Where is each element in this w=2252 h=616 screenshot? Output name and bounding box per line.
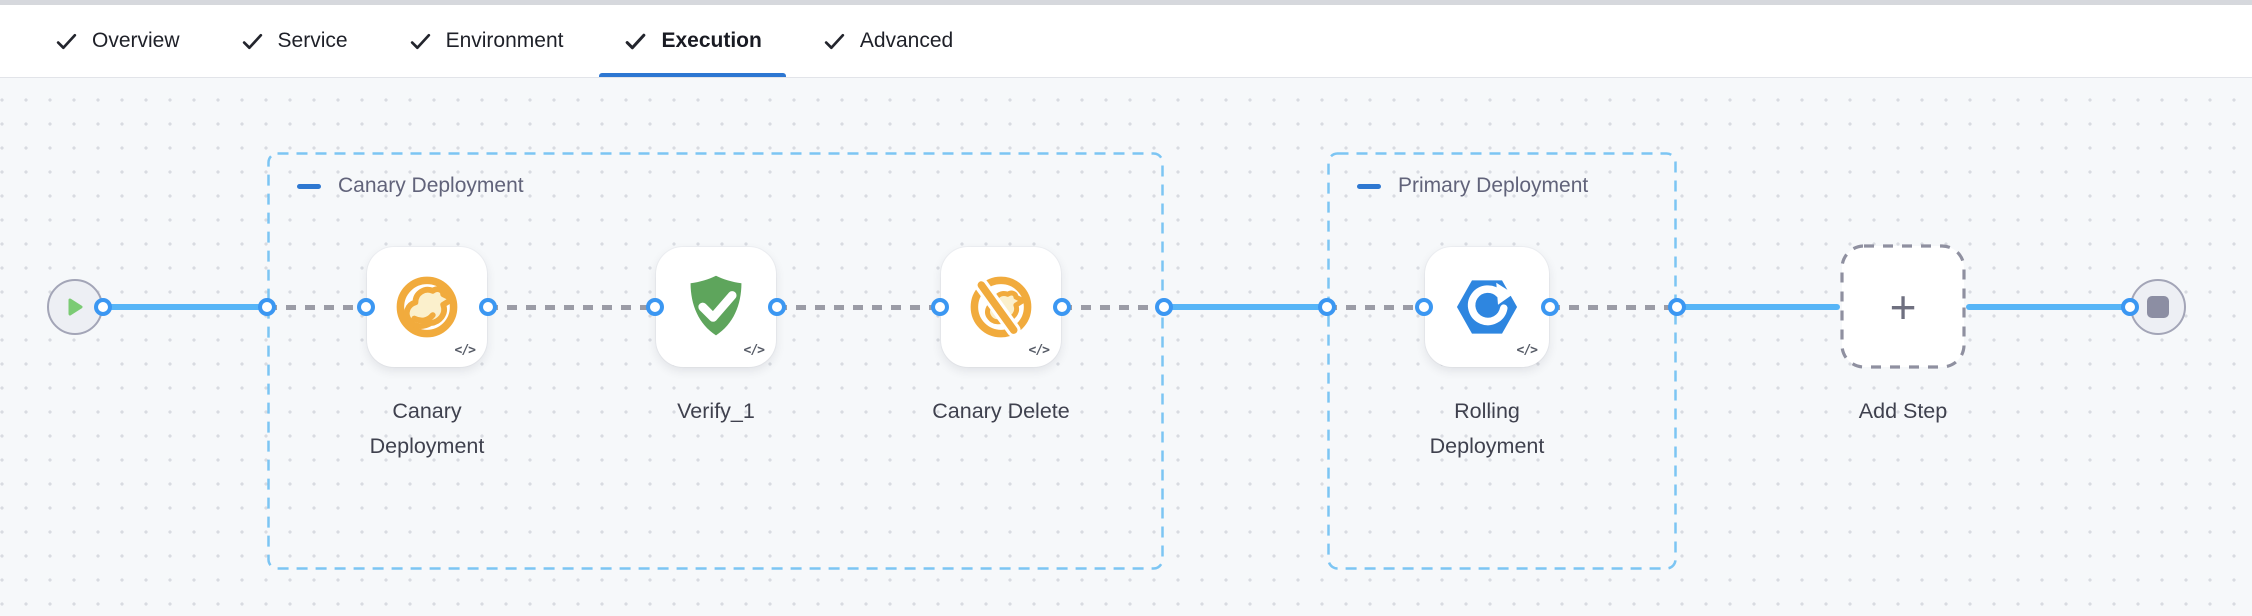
link-port[interactable] xyxy=(1053,298,1071,316)
rolling-deployment-icon xyxy=(1456,280,1518,334)
group-title: Primary Deployment xyxy=(1398,174,1589,197)
pipeline-end-node[interactable] xyxy=(2130,279,2186,335)
link-port[interactable] xyxy=(1415,298,1433,316)
plus-icon: + xyxy=(1889,280,1917,333)
canary-icon xyxy=(396,276,458,338)
link-port[interactable] xyxy=(931,298,949,316)
tab-execution[interactable]: Execution xyxy=(593,5,791,77)
code-badge: </> xyxy=(1028,343,1051,358)
connector-line-dashed xyxy=(777,305,940,310)
group-title: Canary Deployment xyxy=(338,174,524,197)
tab-overview[interactable]: Overview xyxy=(24,5,210,77)
add-step-dashed-border xyxy=(1840,244,1966,369)
link-port[interactable] xyxy=(768,298,786,316)
connector-line-solid xyxy=(1966,304,2130,310)
group-header: Canary Deployment xyxy=(267,152,1164,198)
group-dashed-border xyxy=(1327,152,1677,570)
step-node-rolling-deployment[interactable]: </> xyxy=(1425,247,1549,367)
group-header: Primary Deployment xyxy=(1327,152,1677,198)
check-icon xyxy=(242,33,262,49)
step-node-canary-delete[interactable]: </> xyxy=(941,247,1061,367)
group-dashed-border xyxy=(267,152,1164,570)
play-icon xyxy=(68,298,83,316)
link-port[interactable] xyxy=(94,298,112,316)
tab-environment[interactable]: Environment xyxy=(378,5,594,77)
step-group-canary-deployment[interactable]: Canary Deployment xyxy=(267,152,1164,570)
check-icon xyxy=(824,33,844,49)
step-label: Rolling Deployment xyxy=(1429,399,1545,458)
tab-label: Environment xyxy=(445,29,564,52)
top-scroll-strip xyxy=(0,0,2252,5)
minus-icon[interactable] xyxy=(1357,183,1381,189)
code-badge: </> xyxy=(1516,343,1539,358)
code-badge: </> xyxy=(454,343,477,358)
tab-advanced[interactable]: Advanced xyxy=(792,5,983,77)
tab-label: Execution xyxy=(661,29,762,52)
link-port[interactable] xyxy=(1318,298,1336,316)
check-icon xyxy=(410,33,430,49)
connector-line-solid xyxy=(103,304,267,310)
link-port[interactable] xyxy=(2121,298,2139,316)
connector-line-solid xyxy=(1164,304,1327,310)
check-icon xyxy=(626,33,646,49)
add-step-button[interactable]: + xyxy=(1840,244,1966,369)
link-port[interactable] xyxy=(479,298,497,316)
link-port[interactable] xyxy=(1541,298,1559,316)
connector-line-dashed xyxy=(1327,305,1424,310)
pipeline-canvas[interactable]: Canary Deployment Primary Deployment </>… xyxy=(0,78,2252,615)
shield-check-icon xyxy=(690,275,742,336)
link-port[interactable] xyxy=(357,298,375,316)
connector-line-dashed xyxy=(488,305,655,310)
step-label: Canary Delete xyxy=(932,399,1070,423)
step-label: Verify_1 xyxy=(677,399,755,423)
tab-service[interactable]: Service xyxy=(210,5,378,77)
connector-line-dashed xyxy=(267,305,366,310)
step-label: Canary Deployment xyxy=(369,399,485,458)
add-step-label: Add Step xyxy=(1858,399,1948,423)
stage-config-tabs: Overview Service Environment Execution A… xyxy=(0,5,2252,78)
minus-icon[interactable] xyxy=(297,183,321,189)
step-node-verify-1[interactable]: </> xyxy=(656,247,776,367)
stop-icon xyxy=(2147,296,2169,318)
link-port[interactable] xyxy=(1155,298,1173,316)
step-node-canary-deployment[interactable]: </> xyxy=(367,247,487,367)
connector-line-dashed xyxy=(1062,305,1164,310)
link-port[interactable] xyxy=(1668,298,1686,316)
active-tab-underline xyxy=(599,73,786,77)
connector-line-solid xyxy=(1677,304,1840,310)
tab-label: Overview xyxy=(92,29,180,52)
step-group-primary-deployment[interactable]: Primary Deployment xyxy=(1327,152,1677,570)
link-port[interactable] xyxy=(258,298,276,316)
connector-line-dashed xyxy=(1550,305,1677,310)
tab-label: Advanced xyxy=(859,29,954,52)
link-port[interactable] xyxy=(646,298,664,316)
check-icon xyxy=(56,33,77,49)
tab-label: Service xyxy=(277,29,348,52)
code-badge: </> xyxy=(743,343,766,358)
canary-delete-icon xyxy=(970,276,1032,338)
